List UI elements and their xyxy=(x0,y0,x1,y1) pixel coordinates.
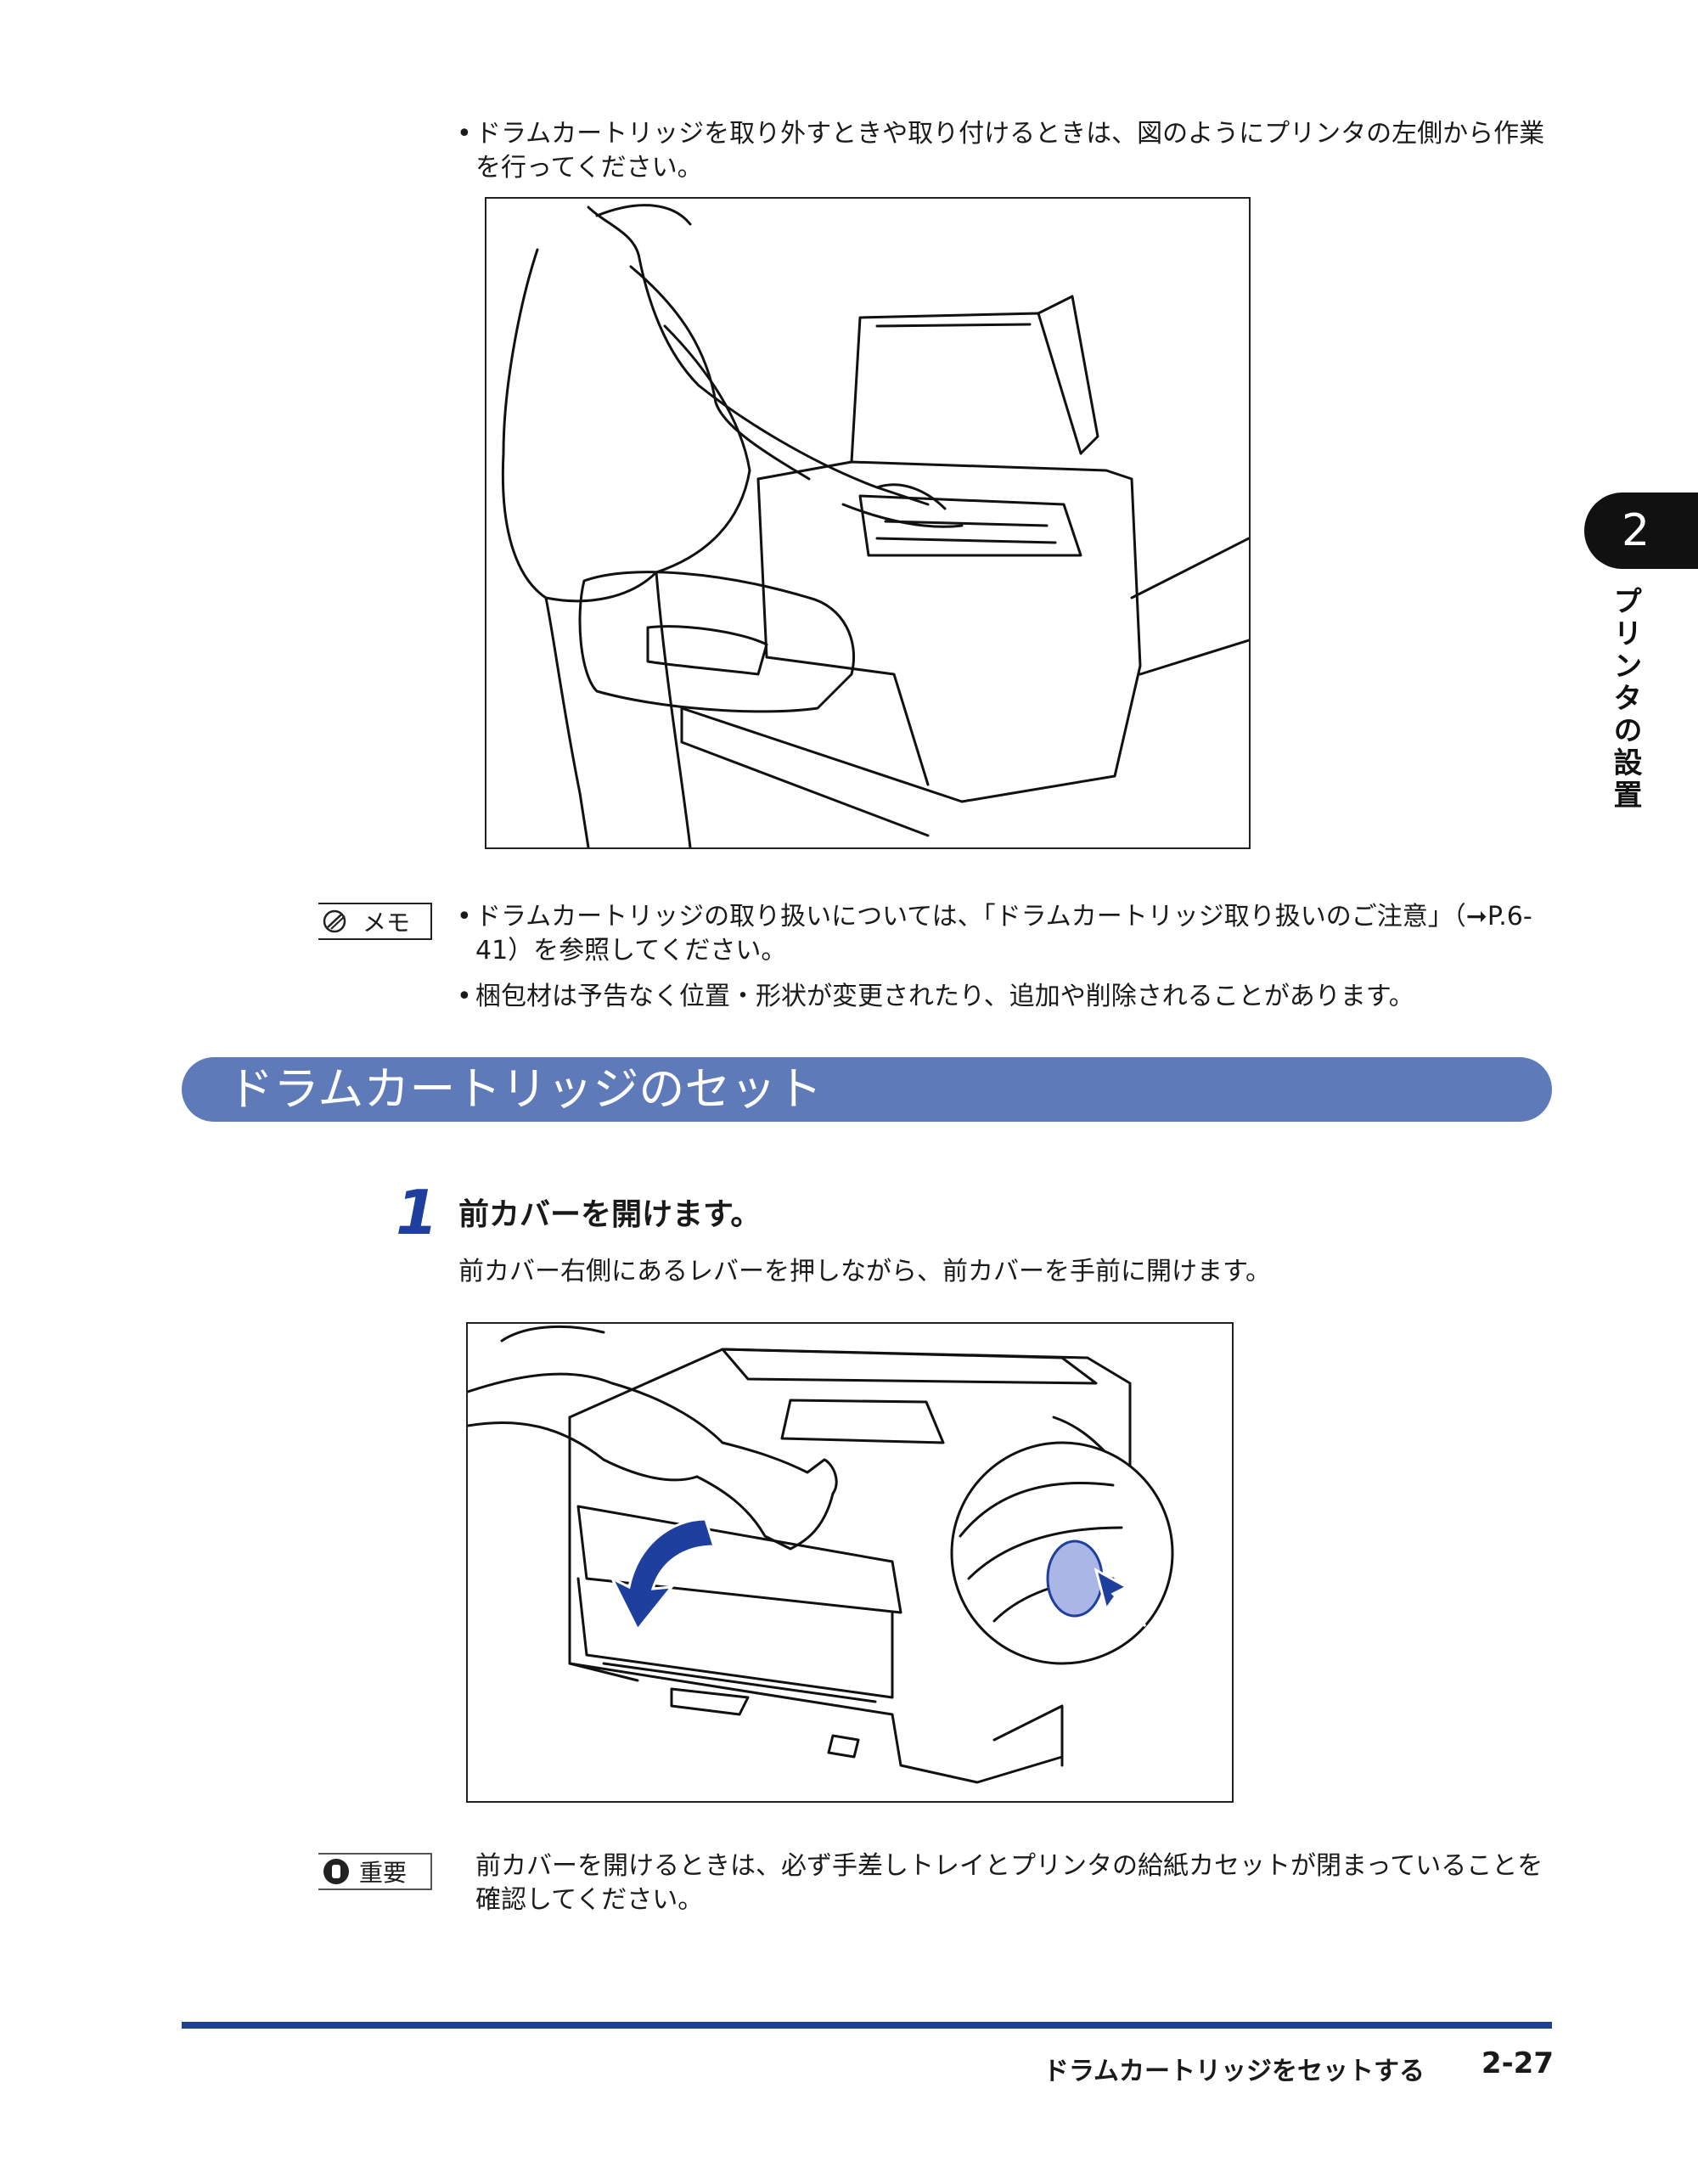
footer-rule xyxy=(182,2022,1552,2029)
step-number: 1 xyxy=(396,1177,439,1248)
page-number: 2-27 xyxy=(1481,2046,1554,2080)
memo-item-text: ドラムカートリッジの取り扱いについては、「ドラムカートリッジ取り扱いのご注意」（… xyxy=(475,902,1532,965)
footer-title: ドラムカートリッジをセットする xyxy=(1043,2057,1425,2086)
memo-list: • ドラムカートリッジの取り扱いについては、「ドラムカートリッジ取り扱いのご注意… xyxy=(457,900,1552,1014)
pencil-icon xyxy=(323,909,346,933)
chapter-title: プリンタの設置 xyxy=(1608,586,1642,812)
chapter-number: 2 xyxy=(1622,505,1650,556)
bullet: • xyxy=(457,902,472,932)
bullet: • xyxy=(457,982,472,1011)
lever-highlight xyxy=(1046,1539,1104,1618)
top-note-text: ドラムカートリッジを取り外すときや取り付けるときは、図のようにプリンタの左側から… xyxy=(475,119,1545,183)
push-arrow-icon xyxy=(1094,1567,1147,1628)
important-text: 前カバーを開けるときは、必ず手差しトレイとプリンタの給紙カセットが閉まっているこ… xyxy=(475,1851,1543,1915)
hand-stop-icon xyxy=(323,1859,349,1884)
section-title: ドラムカートリッジのセット xyxy=(228,1062,823,1116)
step-heading: 前カバーを開けます。 xyxy=(458,1197,762,1232)
important-label-box: 重要 xyxy=(318,1853,432,1890)
step-body: 前カバー右側にあるレバーを押しながら、前カバーを手前に開けます。 xyxy=(458,1257,1271,1286)
chapter-tab: 2 xyxy=(1584,493,1698,569)
figure-drum-removal-illustration xyxy=(485,197,1251,849)
top-note: • ドラムカートリッジを取り外すときや取り付けるときは、図のようにプリンタの左側… xyxy=(457,117,1552,185)
important-label: 重要 xyxy=(359,1859,408,1887)
hands-opening-front-cover-illustration xyxy=(468,1325,1174,1784)
person-at-printer-illustration xyxy=(501,204,1249,847)
memo-label-box: メモ xyxy=(318,903,432,940)
bullet: • xyxy=(457,119,472,149)
open-direction-arrow-icon xyxy=(609,1517,717,1632)
memo-item-text: 梱包材は予告なく位置・形状が変更されたり、追加や削除されることがあります。 xyxy=(475,982,1414,1011)
figure-open-front-cover-illustration xyxy=(466,1322,1234,1803)
memo-item: • 梱包材は予告なく位置・形状が変更されたり、追加や削除されることがあります。 xyxy=(457,980,1552,1014)
section-heading-bar: ドラムカートリッジのセット xyxy=(182,1057,1552,1122)
memo-label: メモ xyxy=(363,909,411,937)
memo-item: • ドラムカートリッジの取り扱いについては、「ドラムカートリッジ取り扱いのご注意… xyxy=(457,900,1552,968)
